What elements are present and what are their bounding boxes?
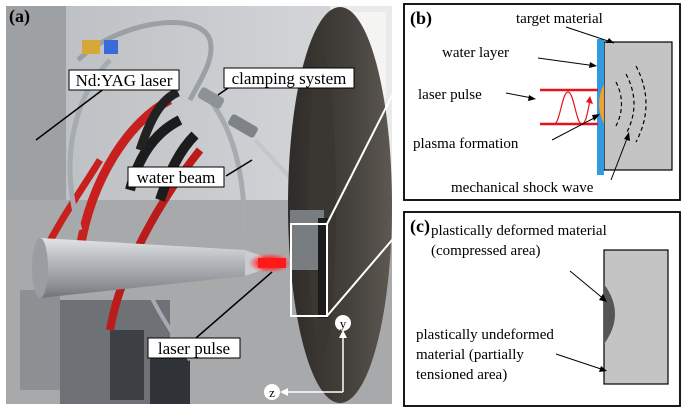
- silver-tube-3: [207, 98, 248, 246]
- z-axis-arrow: [280, 388, 288, 396]
- black-cable-2: [155, 131, 199, 202]
- laser-pulse-profile: [545, 91, 591, 125]
- undeformed-leader: [555, 353, 605, 371]
- laser-pulse-label-b: laser pulse: [418, 87, 482, 103]
- water-layer-leader: [537, 57, 597, 67]
- panel-a-tag: (a): [9, 6, 30, 27]
- zoom-line-bottom: [326, 225, 405, 317]
- nozzle-base: [32, 238, 48, 298]
- nd-yag-label-box: [68, 69, 180, 91]
- z-axis-label: z: [269, 385, 275, 400]
- laser-pulse-arrow: [586, 96, 593, 104]
- zoom-line-top: [326, 71, 405, 225]
- panel-c-tag: (c): [410, 216, 430, 237]
- clamping-label: clamping system: [232, 69, 347, 88]
- nd-yag-label: Nd:YAG laser: [76, 71, 173, 90]
- target-material-leader: [565, 26, 615, 44]
- blue-fitting: [104, 40, 118, 54]
- panel-b-tag: (b): [410, 8, 432, 29]
- disc-face: [308, 55, 336, 355]
- undeformed-arrowhead: [599, 366, 607, 372]
- water-layer-label: water layer: [442, 45, 509, 61]
- undeformed-label-line3: tensioned area): [416, 367, 507, 383]
- deformed-leader: [569, 270, 606, 301]
- target-material-arrowhead: [606, 38, 614, 43]
- brass-fitting-1: [82, 40, 100, 54]
- plasma-formation-label: plasma formation: [413, 136, 519, 152]
- nd-yag-leader: [35, 87, 106, 141]
- undeformed-label-line1: plastically undeformed: [416, 327, 554, 343]
- panel-a: Nd:YAG laser clamping system water beam …: [6, 6, 405, 404]
- laser-nozzle: [35, 238, 260, 298]
- detail-frame: [290, 223, 328, 317]
- laser-pulse-label-box: [147, 337, 241, 359]
- panel-c: (c) plastically deformed material (compr…: [403, 211, 681, 407]
- undeformed-label-line2: material (partially: [416, 347, 524, 363]
- specimen-holder: [318, 218, 328, 318]
- water-beam-label-box: [127, 166, 225, 188]
- valve-fitting-2: [228, 114, 258, 138]
- black-cable-3: [135, 87, 181, 152]
- shock-wave-arc-2: [625, 73, 635, 135]
- deformed-arrowhead: [599, 294, 607, 302]
- water-beam-leader: [225, 159, 253, 177]
- target-material-label: target material: [516, 11, 603, 27]
- laser-pulse-leader: [195, 271, 273, 339]
- clamping-label-box: [223, 67, 355, 89]
- y-axis-badge: [335, 315, 351, 331]
- shock-wave-leader: [610, 135, 629, 181]
- shock-wave-arc-3: [635, 65, 647, 143]
- side-plate: [20, 290, 60, 390]
- water-layer-arrowhead: [589, 62, 597, 68]
- plasma: [599, 84, 604, 124]
- compressed-zone: [604, 284, 615, 344]
- shock-wave-arc-1: [615, 81, 623, 127]
- shock-wave-arrowhead: [624, 132, 630, 141]
- laser-pulse-label-a: laser pulse: [158, 339, 230, 358]
- silver-tube-1: [76, 20, 214, 102]
- lower-block: [110, 330, 144, 400]
- laser-pulse-b-leader: [505, 92, 533, 99]
- z-axis-badge: [264, 384, 280, 400]
- plasma-leader: [551, 115, 599, 141]
- lower-cabinet: [150, 350, 190, 404]
- y-axis-arrow: [339, 330, 347, 338]
- deformed-label-line2: (compressed area): [431, 243, 541, 259]
- target-material-block: [603, 41, 673, 171]
- y-axis-label: y: [340, 316, 347, 331]
- plasma-arrowhead: [592, 114, 600, 121]
- laser-beam: [258, 258, 286, 268]
- panel-b: (b) target material water layer laser pu…: [403, 3, 681, 201]
- laser-pulse-b-arrowhead: [528, 95, 536, 101]
- water-beam-label: water beam: [137, 168, 216, 187]
- clamping-disc: [288, 7, 392, 403]
- valve-fitting-1: [197, 87, 225, 109]
- deformed-label-line1: plastically deformed material: [431, 223, 607, 239]
- shock-wave-label: mechanical shock wave: [451, 180, 594, 196]
